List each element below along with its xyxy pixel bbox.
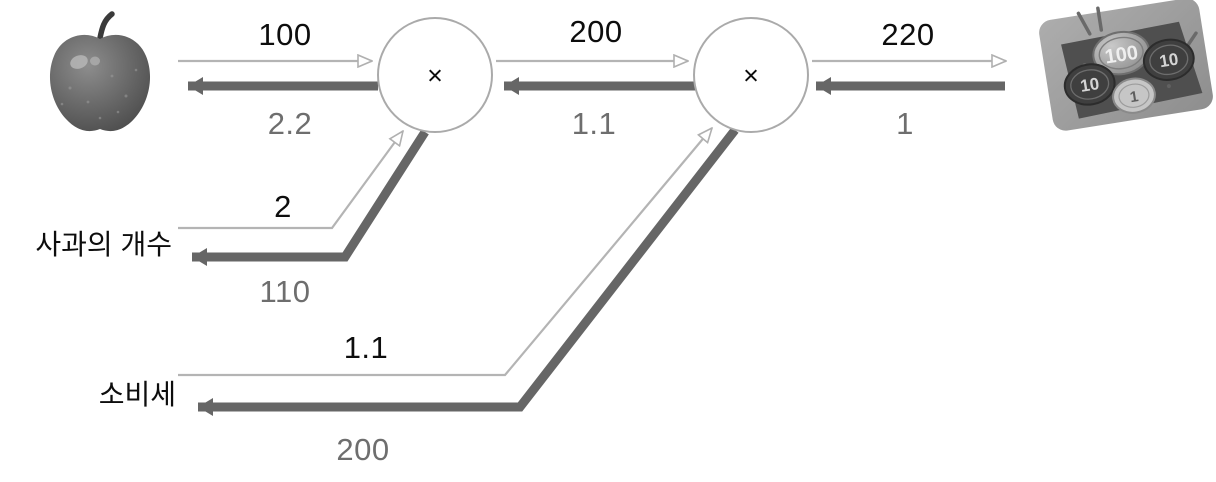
svg-text:10: 10: [1079, 74, 1101, 96]
variable-label-apple-count: 사과의 개수: [35, 229, 172, 260]
forward-label-apple-price: 100: [258, 17, 312, 52]
backward-label-total: 1: [896, 106, 914, 141]
svg-text:10: 10: [1158, 49, 1180, 71]
forward-label-tax-rate: 1.1: [343, 330, 389, 365]
node-mul-tax[interactable]: [693, 17, 809, 133]
node-mul-apple-count[interactable]: [377, 17, 493, 133]
svg-text:1: 1: [1129, 88, 1140, 106]
edge-mul2-to-tax: [198, 127, 739, 416]
apple-icon: [49, 11, 151, 132]
edge-mul1-to-count: [192, 129, 429, 266]
forward-label-apple-count: 2: [274, 189, 292, 224]
node-op-mul-tax: ×: [743, 60, 759, 91]
backward-label-apple-price: 2.2: [267, 106, 313, 141]
backward-label-tax-rate: 200: [336, 432, 390, 467]
backward-label-subtotal: 1.1: [571, 106, 617, 141]
forward-label-total: 220: [881, 17, 935, 52]
coin-purse-icon: 100 10 10 1: [1039, 0, 1213, 131]
edge-tax-to-mul2: [178, 128, 712, 377]
edge-count-to-mul1: [178, 131, 403, 230]
backward-label-apple-count: 110: [259, 274, 311, 309]
svg-text:100: 100: [1103, 42, 1139, 69]
forward-label-subtotal: 200: [569, 14, 623, 49]
node-op-mul-apple-count: ×: [427, 60, 443, 91]
variable-label-consumption-tax: 소비세: [98, 379, 176, 410]
